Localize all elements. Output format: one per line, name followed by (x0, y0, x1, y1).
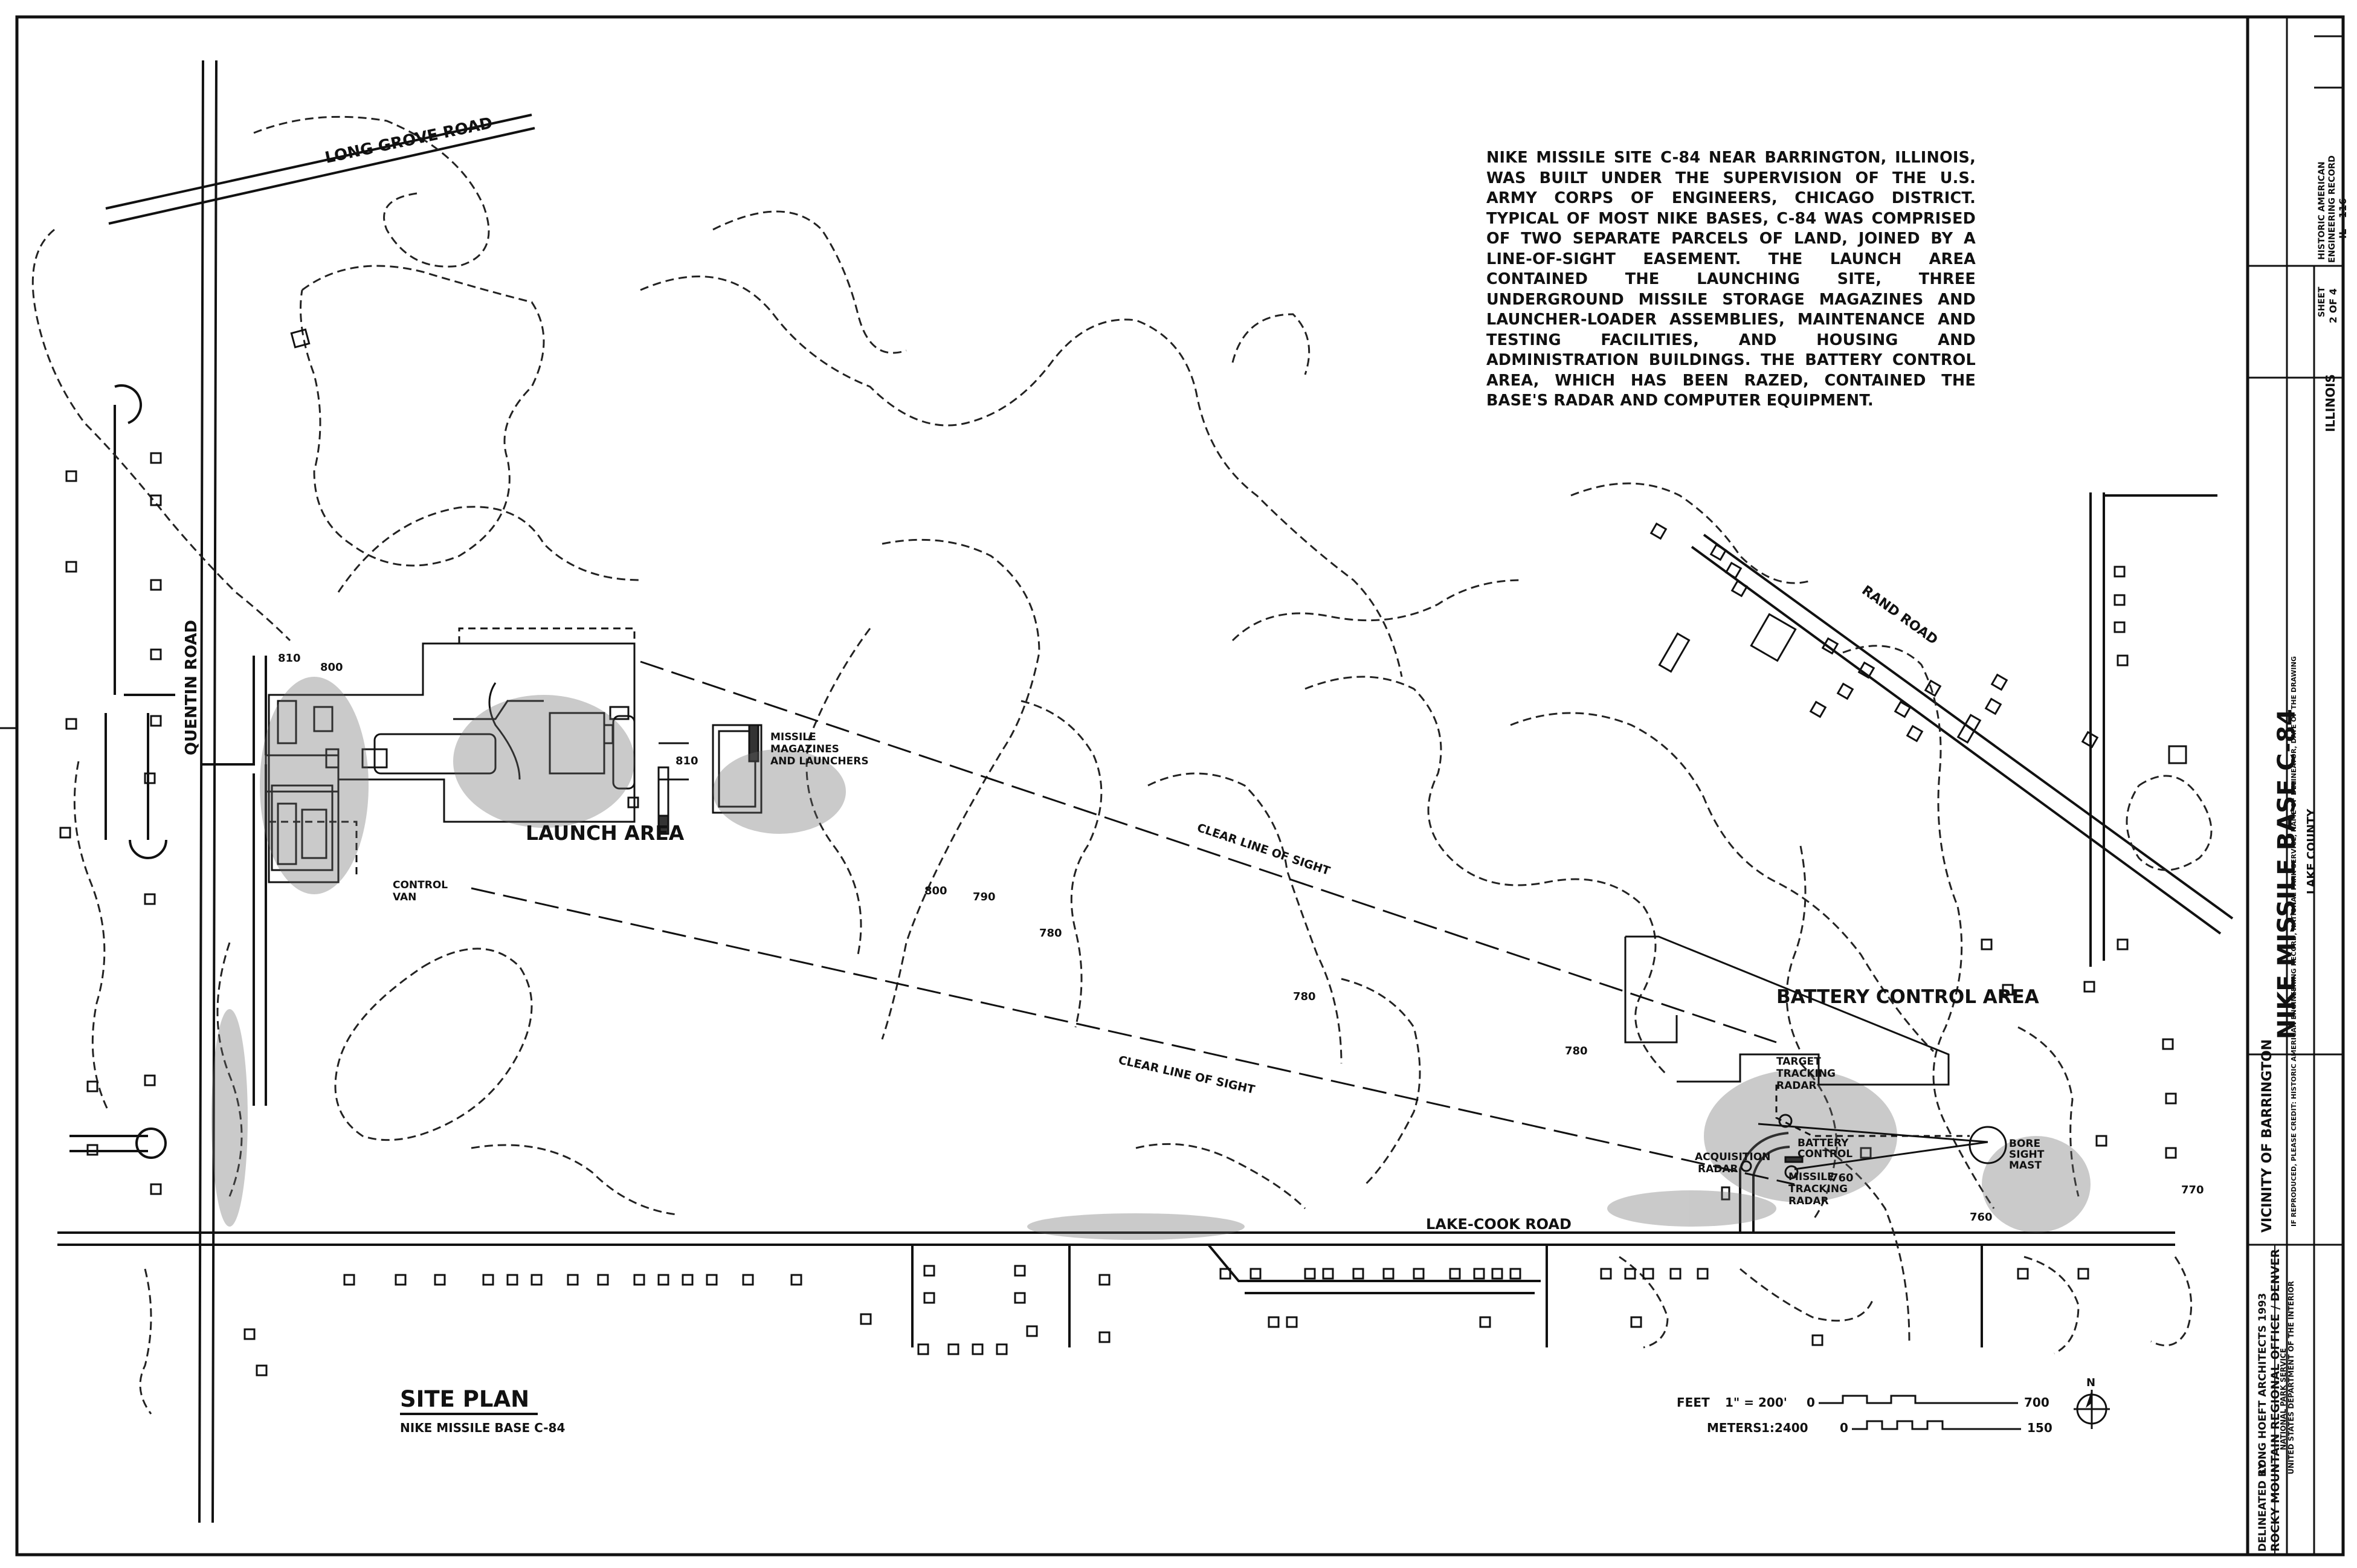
rand-road (1691, 534, 2234, 935)
scale-meters-label: METERS (1707, 1421, 1762, 1435)
title-block-county: LAKE COUNTY (2305, 808, 2318, 894)
label-control-van-1: CONTROL (393, 879, 448, 891)
label-quentin-road: QUENTIN ROAD (182, 620, 201, 755)
title-block-agency-1: NATIONAL PARK SERVICE (2279, 1348, 2288, 1450)
contour-label: 780 (1293, 990, 1316, 1003)
label-launch-area: LAUNCH AREA (526, 821, 685, 845)
title-block-record-number: IL - 116 (2337, 198, 2349, 239)
contour-label: 760 (1970, 1211, 1993, 1224)
label-battery-control-2: CONTROL (1798, 1148, 1852, 1160)
title-block-delineated: DELINEATED BY (2257, 1462, 2269, 1552)
title-block-site-name: NIKE MISSILE BASE C-84 (2273, 709, 2301, 1039)
contour-label: 790 (973, 891, 996, 903)
sheet-border (15, 15, 2345, 1557)
label-target-radar-2: TRACKING (1776, 1068, 1836, 1080)
label-magazines-1: MISSILE (770, 731, 816, 743)
buildings (59, 328, 2187, 1376)
label-acq-radar-1: ACQUISITION (1695, 1151, 1770, 1163)
label-magazines-2: MAGAZINES (770, 743, 839, 755)
label-long-grove-road: LONG GROVE ROAD (323, 114, 494, 167)
battery-control-area (1624, 935, 2007, 1179)
label-battery-control-1: BATTERY (1798, 1137, 1849, 1149)
contour-label: 780 (1565, 1045, 1588, 1057)
label-bore-sight-2: SIGHT (2009, 1149, 2045, 1161)
site-description: NIKE MISSILE SITE C-84 NEAR BARRINGTON, … (1486, 149, 1976, 410)
scale-feet-end: 700 (2024, 1395, 2049, 1410)
contour-label: 810 (278, 652, 301, 665)
scale-feet-ratio: 1" = 200' (1725, 1395, 1787, 1410)
cul-de-sac-bottom (69, 1135, 148, 1152)
title-block-agency-2: UNITED STATES DEPARTMENT OF THE INTERIOR (2287, 1280, 2295, 1474)
side-road-1 (2089, 492, 2105, 967)
label-acq-radar-2: RADAR (1698, 1163, 1738, 1175)
north-arrow: N (2074, 1376, 2110, 1429)
label-target-radar-3: RADAR (1776, 1080, 1817, 1092)
scale-feet-label: FEET (1677, 1395, 1710, 1410)
label-missile-radar-2: TRACKING (1788, 1183, 1848, 1195)
label-line-of-sight-upper: CLEAR LINE OF SIGHT (1195, 821, 1332, 878)
title-block-vicinity: VICINITY OF BARRINGTON (2260, 1039, 2275, 1233)
contour-lines (31, 115, 2213, 1415)
north-label: N (2086, 1376, 2095, 1389)
scale-meters-ratio: 1:2400 (1761, 1421, 1808, 1435)
label-magazines-3: AND LAUNCHERS (770, 755, 869, 767)
contour-label: 770 (2181, 1184, 2204, 1196)
title-block-architect: LONG HOEFT ARCHITECTS 1993 (2257, 1292, 2269, 1474)
title-block-record-2: ENGINEERING RECORD (2327, 155, 2337, 263)
contour-label: 810 (676, 755, 698, 767)
contour-label: 800 (320, 661, 343, 674)
title-block-record-1: HISTORIC AMERICAN (2317, 161, 2327, 260)
cul-de-sac-top (114, 405, 175, 696)
label-bore-sight-3: MAST (2009, 1160, 2042, 1172)
label-bore-sight-1: BORE (2009, 1138, 2040, 1150)
contour-label: 800 (924, 885, 947, 897)
label-control-van-2: VAN (393, 891, 416, 903)
title-block-state: ILLINOIS (2323, 374, 2338, 432)
launch-area-compound (265, 627, 763, 883)
contour-label: 760 (1831, 1172, 1854, 1184)
lake-cook-road (57, 1231, 2175, 1246)
label-battery-control-area: BATTERY CONTROL AREA (1776, 986, 2039, 1008)
title-block-sheet-number: 2 OF 4 (2327, 288, 2339, 323)
label-missile-radar-3: RADAR (1788, 1195, 1829, 1207)
line-of-sight (471, 660, 1795, 1186)
label-line-of-sight-lower: CLEAR LINE OF SIGHT (1117, 1053, 1256, 1096)
site-plan-title: SITE PLAN (400, 1386, 529, 1412)
contour-label: 780 (1039, 927, 1062, 940)
label-target-radar-1: TARGET (1776, 1056, 1821, 1068)
roads (57, 60, 2234, 1523)
site-plan-subtitle: NIKE MISSILE BASE C-84 (400, 1421, 565, 1435)
long-grove-road (105, 114, 535, 225)
stipple (211, 677, 2091, 1240)
quentin-road (198, 60, 218, 1523)
contour-elevations: 810 800 810 800 790 780 780 780 760 770 … (278, 652, 2204, 1224)
title-block-sheet-label: SHEET (2317, 286, 2327, 317)
scale-bars: FEET 1" = 200' 0 700 METERS 1:2400 0 150 (1677, 1395, 2052, 1435)
scale-meters-end: 150 (2027, 1421, 2052, 1435)
scale-meters-start: 0 (1840, 1421, 1848, 1435)
label-missile-radar-1: MISSILE (1788, 1171, 1834, 1183)
label-lake-cook-road: LAKE-COOK ROAD (1426, 1216, 1572, 1233)
scale-feet-start: 0 (1807, 1395, 1815, 1410)
label-rand-road: RAND ROAD (1859, 583, 1940, 648)
